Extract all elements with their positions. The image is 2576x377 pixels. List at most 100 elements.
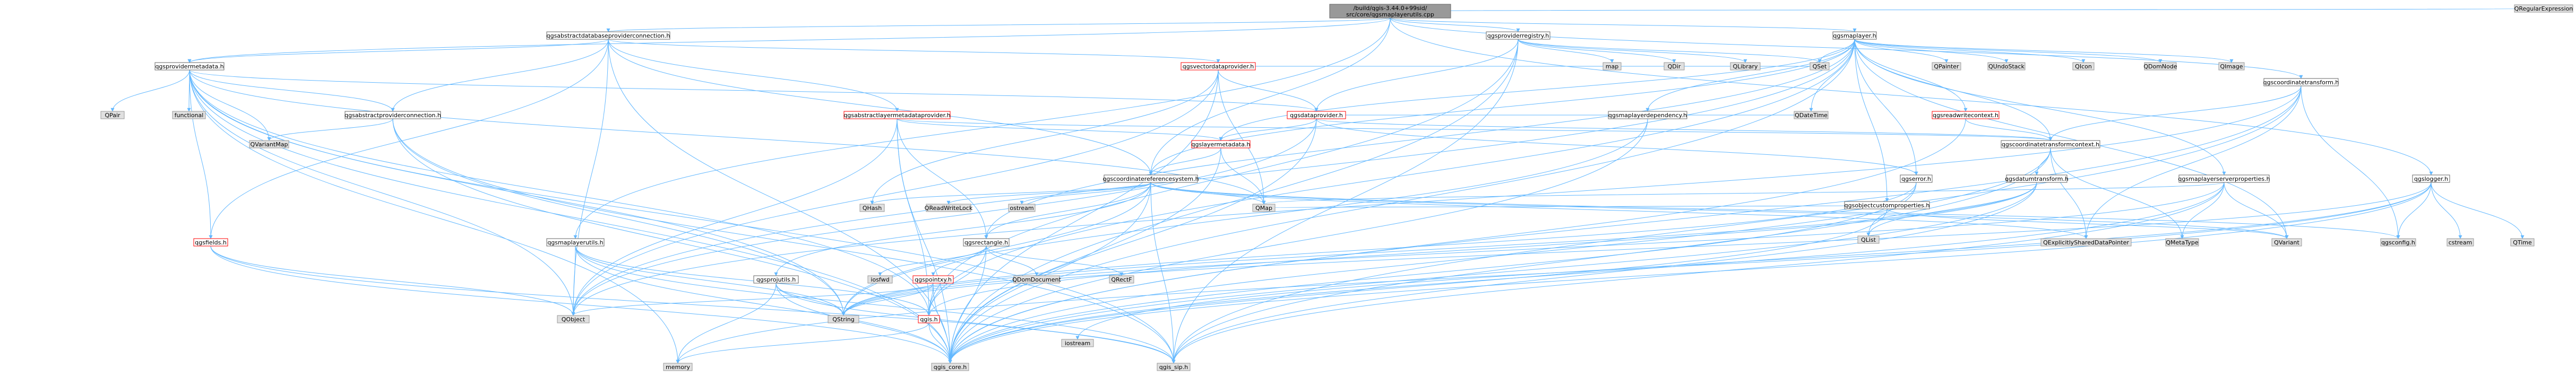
node-iosfwd[interactable]: iosfwd (867, 275, 893, 284)
node-qhash[interactable]: QHash (859, 204, 885, 212)
node-qgsmaplayerutils[interactable]: qgsmaplayerutils.h (546, 238, 605, 247)
node-memory[interactable]: memory (663, 363, 693, 371)
node-label: qgis_sip.h (1159, 364, 1188, 371)
node-label: qgsabstractproviderconnection.h (344, 112, 441, 119)
node-qgsabstractlayermetadataprovider[interactable]: qgsabstractlayermetadataprovider.h (843, 111, 951, 119)
node-qrectf[interactable]: QRectF (1109, 275, 1134, 284)
node-qgsfields[interactable]: qgsfields.h (193, 238, 228, 247)
edge-root-to-qgscoordinatetransform (1390, 17, 2303, 79)
node-qregularexpression[interactable]: QRegularExpression (2514, 4, 2573, 13)
node-qgsvectordataprovider[interactable]: qgsvectordataprovider.h (1181, 62, 1256, 71)
node-cstream[interactable]: cstream (2446, 238, 2474, 247)
node-qgslayermetadata[interactable]: qgslayermetadata.h (1191, 140, 1251, 148)
node-qdomdocument[interactable]: QDomDocument (1012, 275, 1061, 284)
edge-root-to-qgsmaplayer (1390, 17, 1857, 32)
edge-qgslayermetadata-to-qgis_core (948, 147, 1221, 364)
node-label: functional (175, 112, 204, 119)
node-qset[interactable]: QSet (1810, 62, 1830, 71)
node-box (2514, 4, 2573, 13)
node-qgsprovidermetadata[interactable]: qgsprovidermetadata.h (154, 62, 225, 71)
node-qimage[interactable]: QImage (2218, 62, 2245, 71)
edge-qgscoordinatereferencesystem-to-ostream (1020, 182, 1151, 205)
edge-qgsabstractdatabaseproviderconnection-to-qgsabstractlayermetadataprovider (608, 39, 899, 112)
node-box (154, 62, 225, 71)
node-label: qgsprojutils.h (756, 276, 796, 283)
node-qgis[interactable]: qgis.h (918, 315, 940, 323)
edge-qgsmaplayer-to-qgscoordinatereferencesystem (1149, 39, 1855, 176)
node-qlist[interactable]: QList (1857, 235, 1880, 244)
edge-qgscoordinatetransform-to-qgscoordinatetransformcontext (2048, 85, 2302, 141)
edge-qgsprovidermetadata-to-memory (189, 69, 680, 364)
node-qmap[interactable]: QMap (1252, 204, 1276, 212)
node-qgsdataprovider[interactable]: qgsdataprovider.h (1287, 111, 1346, 119)
edge-qgsmaplayer-to-qvariant (1854, 39, 2289, 239)
node-box (546, 31, 670, 40)
node-qgslogger[interactable]: qgslogger.h (2412, 174, 2450, 183)
node-qgsmaplayerdependency[interactable]: qgsmaplayerdependency.h (1608, 111, 1687, 119)
node-label: QHash (863, 205, 882, 212)
node-qgis_sip[interactable]: qgis_sip.h (1157, 363, 1191, 371)
edge-qgsprovidermetadata-to-qgis (189, 69, 931, 316)
node-box (1844, 201, 1930, 209)
node-label: QRegularExpression (2514, 5, 2573, 12)
node-qpainter[interactable]: QPainter (1932, 62, 1961, 71)
node-qgsabstractdatabaseproviderconnection[interactable]: qgsabstractdatabaseproviderconnection.h (546, 31, 670, 40)
node-map[interactable]: map (1603, 62, 1622, 71)
node-label: QRectF (1111, 276, 1132, 283)
node-box (2178, 174, 2270, 183)
node-qgsrectangle[interactable]: qgsrectangle.h (963, 238, 1010, 247)
edge-qgsabstractdatabaseproviderconnection-to-qobject (571, 39, 609, 316)
edge-qgsdataprovider-to-qgis_core (948, 118, 1317, 364)
node-box (344, 111, 441, 119)
node-ostream[interactable]: ostream (1008, 204, 1036, 212)
node-qobject[interactable]: QObject (557, 315, 590, 323)
edge-qgsrectangle-to-qgspointxy (931, 246, 987, 276)
node-qgsabstractproviderconnection[interactable]: qgsabstractproviderconnection.h (344, 111, 441, 119)
node-box (859, 204, 885, 212)
node-qstring[interactable]: QString (828, 315, 859, 323)
node-qgis_core[interactable]: qgis_core.h (931, 363, 969, 371)
node-qicon[interactable]: QIcon (2072, 62, 2095, 71)
node-box (1932, 62, 1961, 71)
node-qvariant[interactable]: QVariant (2271, 238, 2302, 247)
node-qgsmaplayer[interactable]: qgsmaplayer.h (1832, 31, 1877, 40)
edge-qgslogger-to-qtime (2431, 182, 2525, 239)
edge-qgslogger-to-iostream (1075, 182, 2432, 340)
node-qgsobjectcustomproperties[interactable]: qgsobjectcustomproperties.h (1844, 201, 1930, 209)
node-qgsproviderregistry[interactable]: qgsproviderregistry.h (1486, 31, 1550, 40)
node-label: qgsmaplayer.h (1833, 32, 1876, 39)
node-label: QDir (1668, 63, 1681, 70)
node-iostream[interactable]: iostream (1061, 339, 1094, 347)
node-qmetatype[interactable]: QMetaType (2165, 238, 2199, 247)
node-qgsdatumtransform[interactable]: qgsdatumtransform.h (2005, 174, 2069, 183)
node-qvariantmap[interactable]: QVariantMap (249, 140, 289, 148)
edge-qgsabstractdatabaseproviderconnection-to-qgsabstractproviderconnection (391, 39, 609, 112)
edge-qgsprovidermetadata-to-qgsabstractproviderconnection (189, 69, 395, 112)
node-qgserror[interactable]: qgserror.h (1900, 174, 1933, 183)
node-qgsconfig[interactable]: qgsconfig.h (2380, 238, 2416, 247)
node-qgscoordinatereferencesystem[interactable]: qgscoordinatereferencesystem.h (1102, 174, 1199, 183)
node-qdomnode[interactable]: QDomNode (2143, 62, 2177, 71)
edge-qgsmaplayerserverproperties-to-qgis_sip (1171, 182, 2225, 364)
node-qgsmaplayerserverproperties[interactable]: qgsmaplayerserverproperties.h (2178, 174, 2270, 183)
node-qdatetime[interactable]: QDateTime (1794, 111, 1829, 119)
node-qgscoordinatetransformcontext[interactable]: qgscoordinatetransformcontext.h (2001, 140, 2100, 148)
node-qlibrary[interactable]: QLibrary (1730, 62, 1761, 71)
node-qreadwritelock[interactable]: QReadWriteLock (925, 204, 973, 212)
node-qexplicitlyshareddatapointer[interactable]: QExplicitlySharedDataPointer (2040, 238, 2132, 247)
edge-qgsfields-to-qgis_core (210, 246, 952, 364)
edge-qgsmaplayerserverproperties-to-qmap (1262, 182, 2225, 205)
node-qtime[interactable]: QTime (2510, 238, 2535, 247)
node-functional[interactable]: functional (172, 111, 206, 119)
node-root[interactable]: /build/qgis-3.44.0+99sid/src/core/qgsmap… (1329, 4, 1451, 19)
node-qgscoordinatetransform[interactable]: qgscoordinatetransform.h (2263, 78, 2339, 86)
node-qpair[interactable]: QPair (100, 111, 125, 119)
node-qgsreadwritecontext[interactable]: qgsreadwritecontext.h (1932, 111, 2000, 119)
node-qgspointxy[interactable]: qgspointxy.h (912, 275, 954, 284)
node-box (1664, 62, 1685, 71)
node-qundostack[interactable]: QUndoStack (1987, 62, 2026, 71)
node-qgsprojutils[interactable]: qgsprojutils.h (753, 275, 799, 284)
node-box (193, 238, 228, 247)
node-qdir[interactable]: QDir (1664, 62, 1685, 71)
edge-qgsvectordataprovider-to-qgis_core (948, 69, 1219, 364)
